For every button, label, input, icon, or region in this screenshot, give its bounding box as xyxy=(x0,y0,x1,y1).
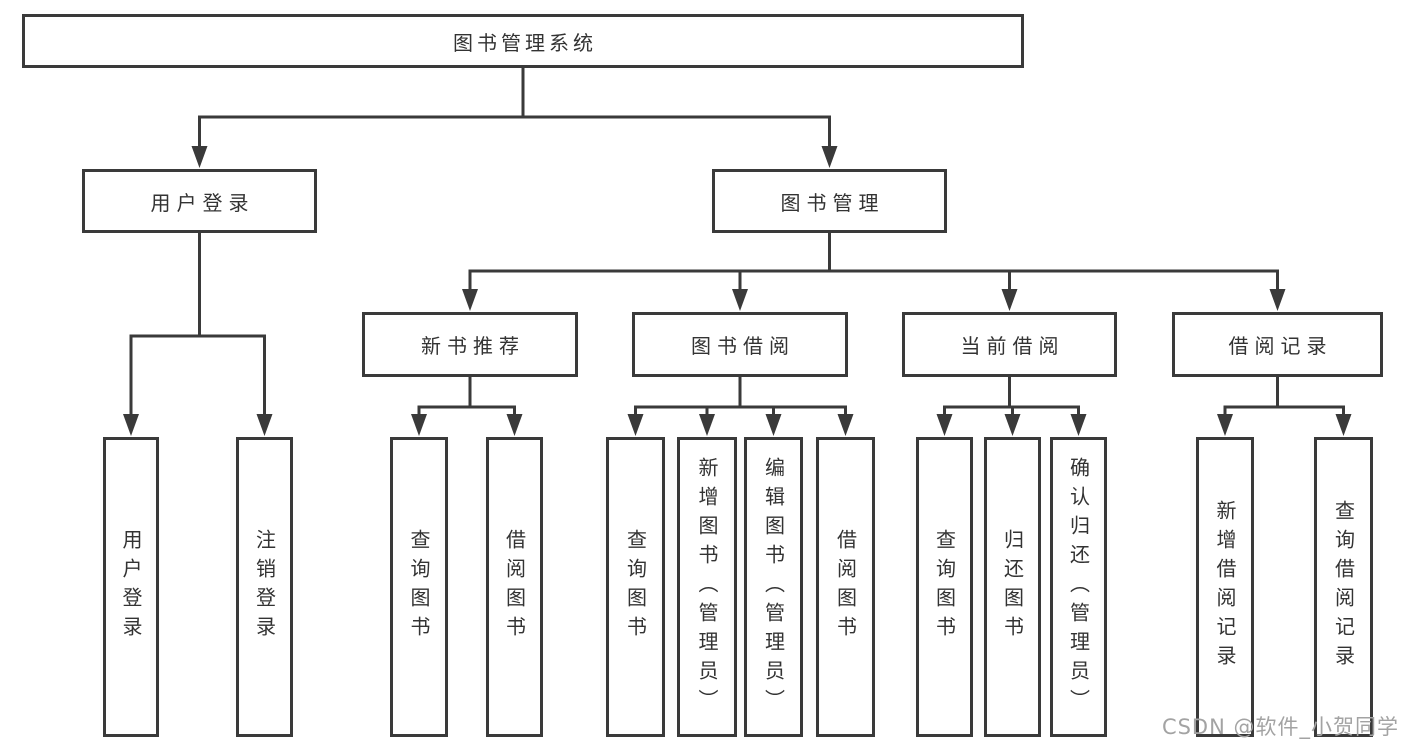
connector-bookborrow-to-leaves xyxy=(634,377,847,420)
connector-root-to-level1 xyxy=(198,68,831,150)
csdn-watermark: CSDN @软件_小贺同学 xyxy=(1161,715,1399,739)
node-book-management: 图书管理 xyxy=(712,169,947,233)
node-root: 图书管理系统 xyxy=(22,14,1024,68)
connector-newbookrec-to-leaves xyxy=(417,377,516,420)
leaf-current-confirm-return-admin: 确认归还（管理员） xyxy=(1050,437,1107,737)
connector-bookmgmt-to-level2 xyxy=(468,233,1279,296)
leaf-borrow-add-book-admin: 新增图书（管理员） xyxy=(677,437,737,737)
leaf-records-add-record: 新增借阅记录 xyxy=(1196,437,1254,737)
leaf-recommend-borrow-book: 借阅图书 xyxy=(486,437,543,737)
leaf-current-return-book: 归还图书 xyxy=(984,437,1041,737)
leaf-logout: 注销登录 xyxy=(236,437,293,737)
connector-borrowrecords-to-leaves xyxy=(1223,377,1345,420)
connector-userlogin-to-leaves xyxy=(129,233,266,420)
node-current-borrow: 当前借阅 xyxy=(902,312,1117,377)
node-borrow-records: 借阅记录 xyxy=(1172,312,1383,377)
leaf-recommend-query-book: 查询图书 xyxy=(390,437,448,737)
leaf-user-login: 用户登录 xyxy=(103,437,159,737)
leaf-borrow-query-book: 查询图书 xyxy=(606,437,665,737)
connector-currentborrow-to-leaves xyxy=(943,377,1080,420)
leaf-borrow-edit-book-admin: 编辑图书（管理员） xyxy=(744,437,803,737)
node-user-login: 用户登录 xyxy=(82,169,317,233)
node-book-borrow: 图书借阅 xyxy=(632,312,848,377)
leaf-records-query-record: 查询借阅记录 xyxy=(1314,437,1373,737)
node-new-book-recommend: 新书推荐 xyxy=(362,312,578,377)
leaf-borrow-borrow-book: 借阅图书 xyxy=(816,437,875,737)
leaf-current-query-book: 查询图书 xyxy=(916,437,973,737)
